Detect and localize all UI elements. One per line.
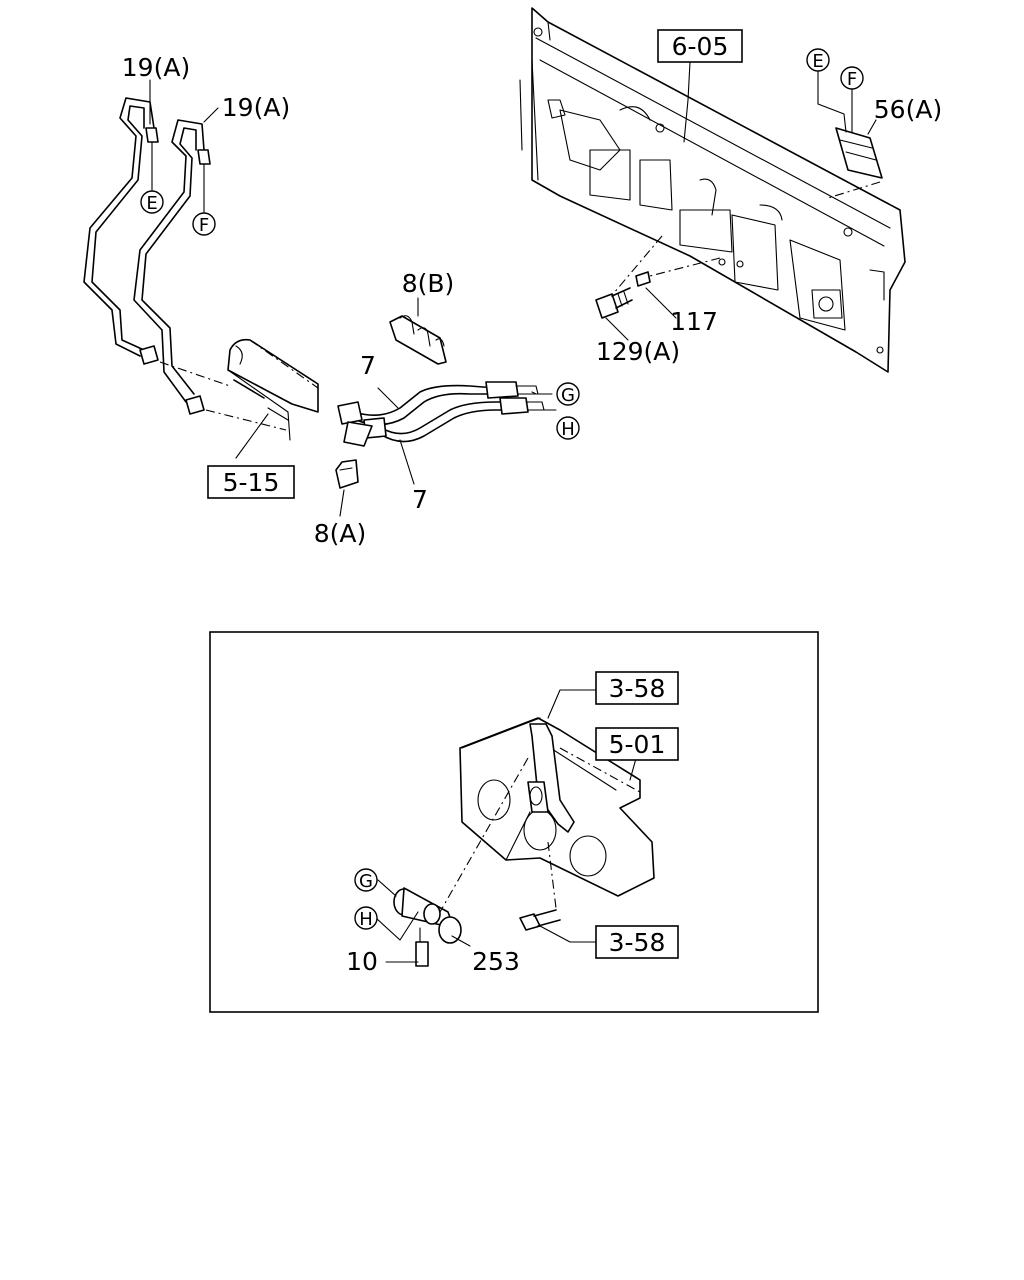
connector-f-left-letter: F bbox=[199, 215, 209, 236]
leader-19a-right bbox=[203, 107, 219, 123]
ref-label-3-58-bottom: 3-58 bbox=[609, 928, 666, 957]
ref-label-3-58-top: 3-58 bbox=[609, 674, 666, 703]
part-label-56a: 56(A) bbox=[874, 95, 942, 124]
dash-panel-drawing bbox=[519, 7, 906, 373]
detail-inset-frame bbox=[209, 631, 819, 1013]
connector-h-top-letter: H bbox=[561, 419, 575, 440]
part-label-129a: 129(A) bbox=[596, 337, 680, 366]
leader-3-58-top bbox=[547, 689, 599, 719]
part-label-19a-right: 19(A) bbox=[222, 93, 290, 122]
connector-h-inset-letter: H bbox=[359, 909, 373, 930]
ref-box-3-58-top[interactable]: 3-58 bbox=[595, 671, 679, 705]
leader-6-05 bbox=[683, 61, 691, 143]
part-label-7-lower: 7 bbox=[412, 485, 428, 514]
leader-7-upper bbox=[377, 387, 399, 409]
part-label-19a-left: 19(A) bbox=[122, 53, 190, 82]
part-label-117: 117 bbox=[670, 307, 718, 336]
connector-f-right[interactable]: F bbox=[840, 66, 864, 90]
leader-8a bbox=[339, 489, 345, 517]
part-label-10: 10 bbox=[346, 947, 378, 976]
hoses-drawing bbox=[335, 315, 545, 489]
ref-box-5-01[interactable]: 5-01 bbox=[595, 727, 679, 761]
ref-label-5-15: 5-15 bbox=[223, 468, 280, 497]
leader-7-lower bbox=[399, 439, 415, 485]
part-label-253: 253 bbox=[472, 947, 520, 976]
connector-e-left[interactable]: E bbox=[140, 190, 164, 214]
leader-56a bbox=[867, 119, 877, 135]
frame-member-drawing bbox=[393, 717, 655, 967]
leader-g-top bbox=[531, 391, 553, 395]
pipe-bracket-drawing bbox=[227, 338, 319, 441]
part-label-7-upper: 7 bbox=[360, 351, 376, 380]
connector-h-inset[interactable]: H bbox=[354, 906, 378, 930]
leader-117 bbox=[645, 287, 677, 319]
connector-g-inset-letter: G bbox=[359, 871, 373, 892]
ref-box-3-58-bottom[interactable]: 3-58 bbox=[595, 925, 679, 959]
ref-box-6-05[interactable]: 6-05 bbox=[657, 29, 743, 63]
part-label-8a: 8(A) bbox=[314, 519, 367, 548]
connector-e-left-letter: E bbox=[146, 193, 157, 214]
part-label-8b: 8(B) bbox=[402, 269, 455, 298]
ref-label-6-05: 6-05 bbox=[672, 32, 729, 61]
leader-3-58-bottom bbox=[539, 925, 599, 943]
ref-label-5-01: 5-01 bbox=[609, 730, 666, 759]
connector-f-right-letter: F bbox=[847, 69, 857, 90]
leader-5-15 bbox=[235, 413, 269, 459]
leader-e-right bbox=[817, 69, 847, 133]
connector-f-left[interactable]: F bbox=[192, 212, 216, 236]
brake-pipes-drawing bbox=[83, 97, 287, 431]
connector-h-top[interactable]: H bbox=[556, 416, 580, 440]
leader-h-inset bbox=[375, 911, 419, 941]
leader-g-inset bbox=[377, 879, 397, 897]
connector-e-right-letter: E bbox=[812, 51, 823, 72]
connector-g-inset[interactable]: G bbox=[354, 868, 378, 892]
leader-253 bbox=[451, 935, 471, 947]
connector-g-top-letter: G bbox=[561, 385, 575, 406]
connector-e-right[interactable]: E bbox=[806, 48, 830, 72]
connector-g-top[interactable]: G bbox=[556, 382, 580, 406]
ref-box-5-15[interactable]: 5-15 bbox=[207, 465, 295, 499]
leader-129a bbox=[605, 317, 629, 341]
